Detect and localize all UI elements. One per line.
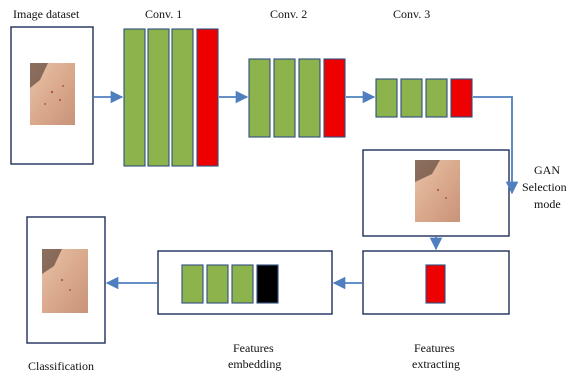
conv2-pool-layer (323, 58, 346, 138)
classification-label: Classification (28, 359, 94, 373)
conv3-pool-layer (450, 78, 473, 118)
features-extracting-label-1: Features (414, 341, 455, 355)
embedding-layer-1 (181, 264, 204, 304)
image-dataset-label: Image dataset (13, 7, 80, 21)
conv1-label: Conv. 1 (145, 7, 182, 21)
conv3-block (375, 78, 473, 118)
conv1-layer-1 (123, 28, 146, 167)
conv2-label: Conv. 2 (270, 7, 307, 21)
conv1-layer-2 (147, 28, 170, 167)
embedding-end-layer (256, 264, 279, 304)
input-face-image (30, 63, 75, 125)
conv1-layer-3 (171, 28, 194, 167)
features-embedding-label-2: embedding (228, 357, 281, 371)
gan-selection-label: Selection (522, 180, 567, 194)
extracted-feature-layer (425, 264, 446, 304)
conv2-block (248, 58, 346, 138)
embedding-layer-3 (231, 264, 254, 304)
conv3-layer-3 (425, 78, 448, 118)
features-embedding-label-1: Features (233, 341, 274, 355)
conv2-layer-2 (273, 58, 296, 138)
gan-face-image (415, 160, 460, 222)
classification-face-image (42, 249, 88, 313)
conv2-layer-3 (298, 58, 321, 138)
features-extracting-label-2: extracting (412, 357, 460, 371)
embedding-layer-2 (206, 264, 229, 304)
conv3-label: Conv. 3 (393, 7, 430, 21)
conv3-layer-1 (375, 78, 398, 118)
gan-mode-label: mode (534, 197, 561, 211)
conv1-block (123, 28, 219, 167)
embedding-block (181, 264, 279, 304)
conv1-pool-layer (196, 28, 219, 167)
gan-label: GAN (534, 163, 560, 177)
conv3-layer-2 (400, 78, 423, 118)
arrow-conv3-to-gan (473, 96, 519, 195)
conv2-layer-1 (248, 58, 271, 138)
